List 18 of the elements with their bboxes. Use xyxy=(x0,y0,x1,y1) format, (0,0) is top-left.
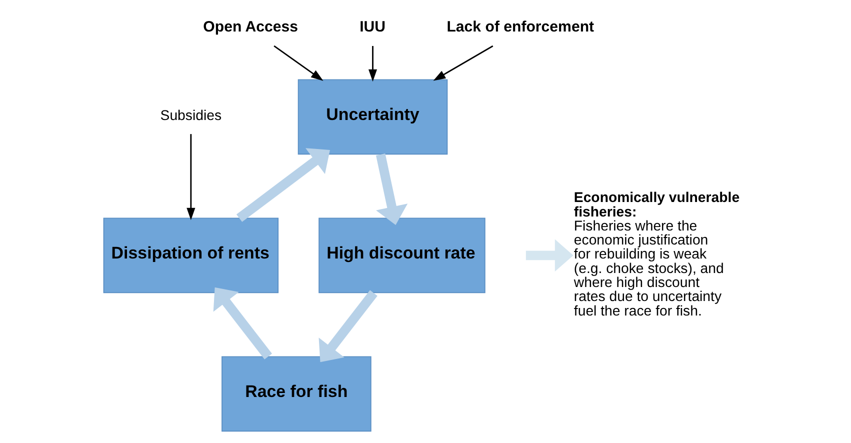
arrow xyxy=(525,239,573,272)
node-text: Open Access xyxy=(202,18,298,36)
arrow xyxy=(186,134,195,220)
arrow xyxy=(212,287,272,360)
node-box: Race for fish xyxy=(221,356,371,432)
arrow xyxy=(236,148,330,222)
arrow xyxy=(318,290,377,362)
arrow xyxy=(375,154,408,225)
arrow xyxy=(432,45,493,81)
node-box: Uncertainty xyxy=(297,79,448,155)
node-text: Subsidies xyxy=(160,107,222,124)
arrow xyxy=(368,46,377,82)
node-box: Dissipation of rents xyxy=(102,218,278,294)
node-text: Economically vulnerable fisheries: Fisheries where the economic justification for rebuilding is weak (e.g. choke stocks), and where high discount rates due to uncertainty fuel the race for fish. xyxy=(573,189,740,318)
node-box: High discount rate xyxy=(318,218,485,294)
node-text: IUU xyxy=(359,18,386,36)
arrow xyxy=(273,45,323,81)
node-text: Lack of enforcement xyxy=(446,18,594,36)
